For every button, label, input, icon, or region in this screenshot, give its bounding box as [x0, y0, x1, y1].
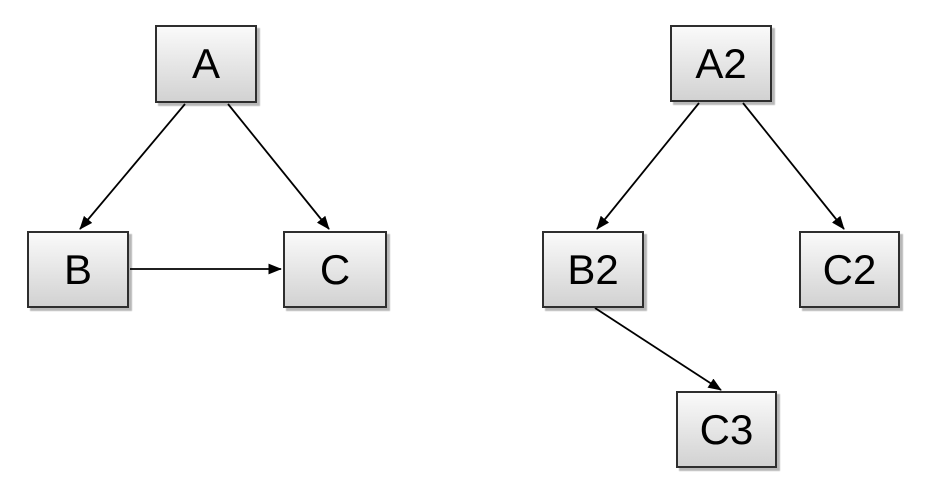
- edge-A2-to-B2: [596, 102, 700, 230]
- node-C2[interactable]: C2: [799, 231, 900, 308]
- edge-A2-to-C2: [742, 102, 845, 230]
- edge-A-to-C: [227, 103, 330, 230]
- node-C[interactable]: C: [283, 231, 387, 308]
- edges-group: [79, 102, 845, 391]
- edge-A-to-B: [79, 103, 186, 230]
- node-B[interactable]: B: [27, 231, 129, 308]
- node-B2[interactable]: B2: [542, 231, 644, 308]
- edge-B2-to-C3: [594, 307, 722, 391]
- node-C3[interactable]: C3: [676, 391, 777, 468]
- node-A2[interactable]: A2: [670, 25, 772, 102]
- node-A[interactable]: A: [155, 25, 257, 103]
